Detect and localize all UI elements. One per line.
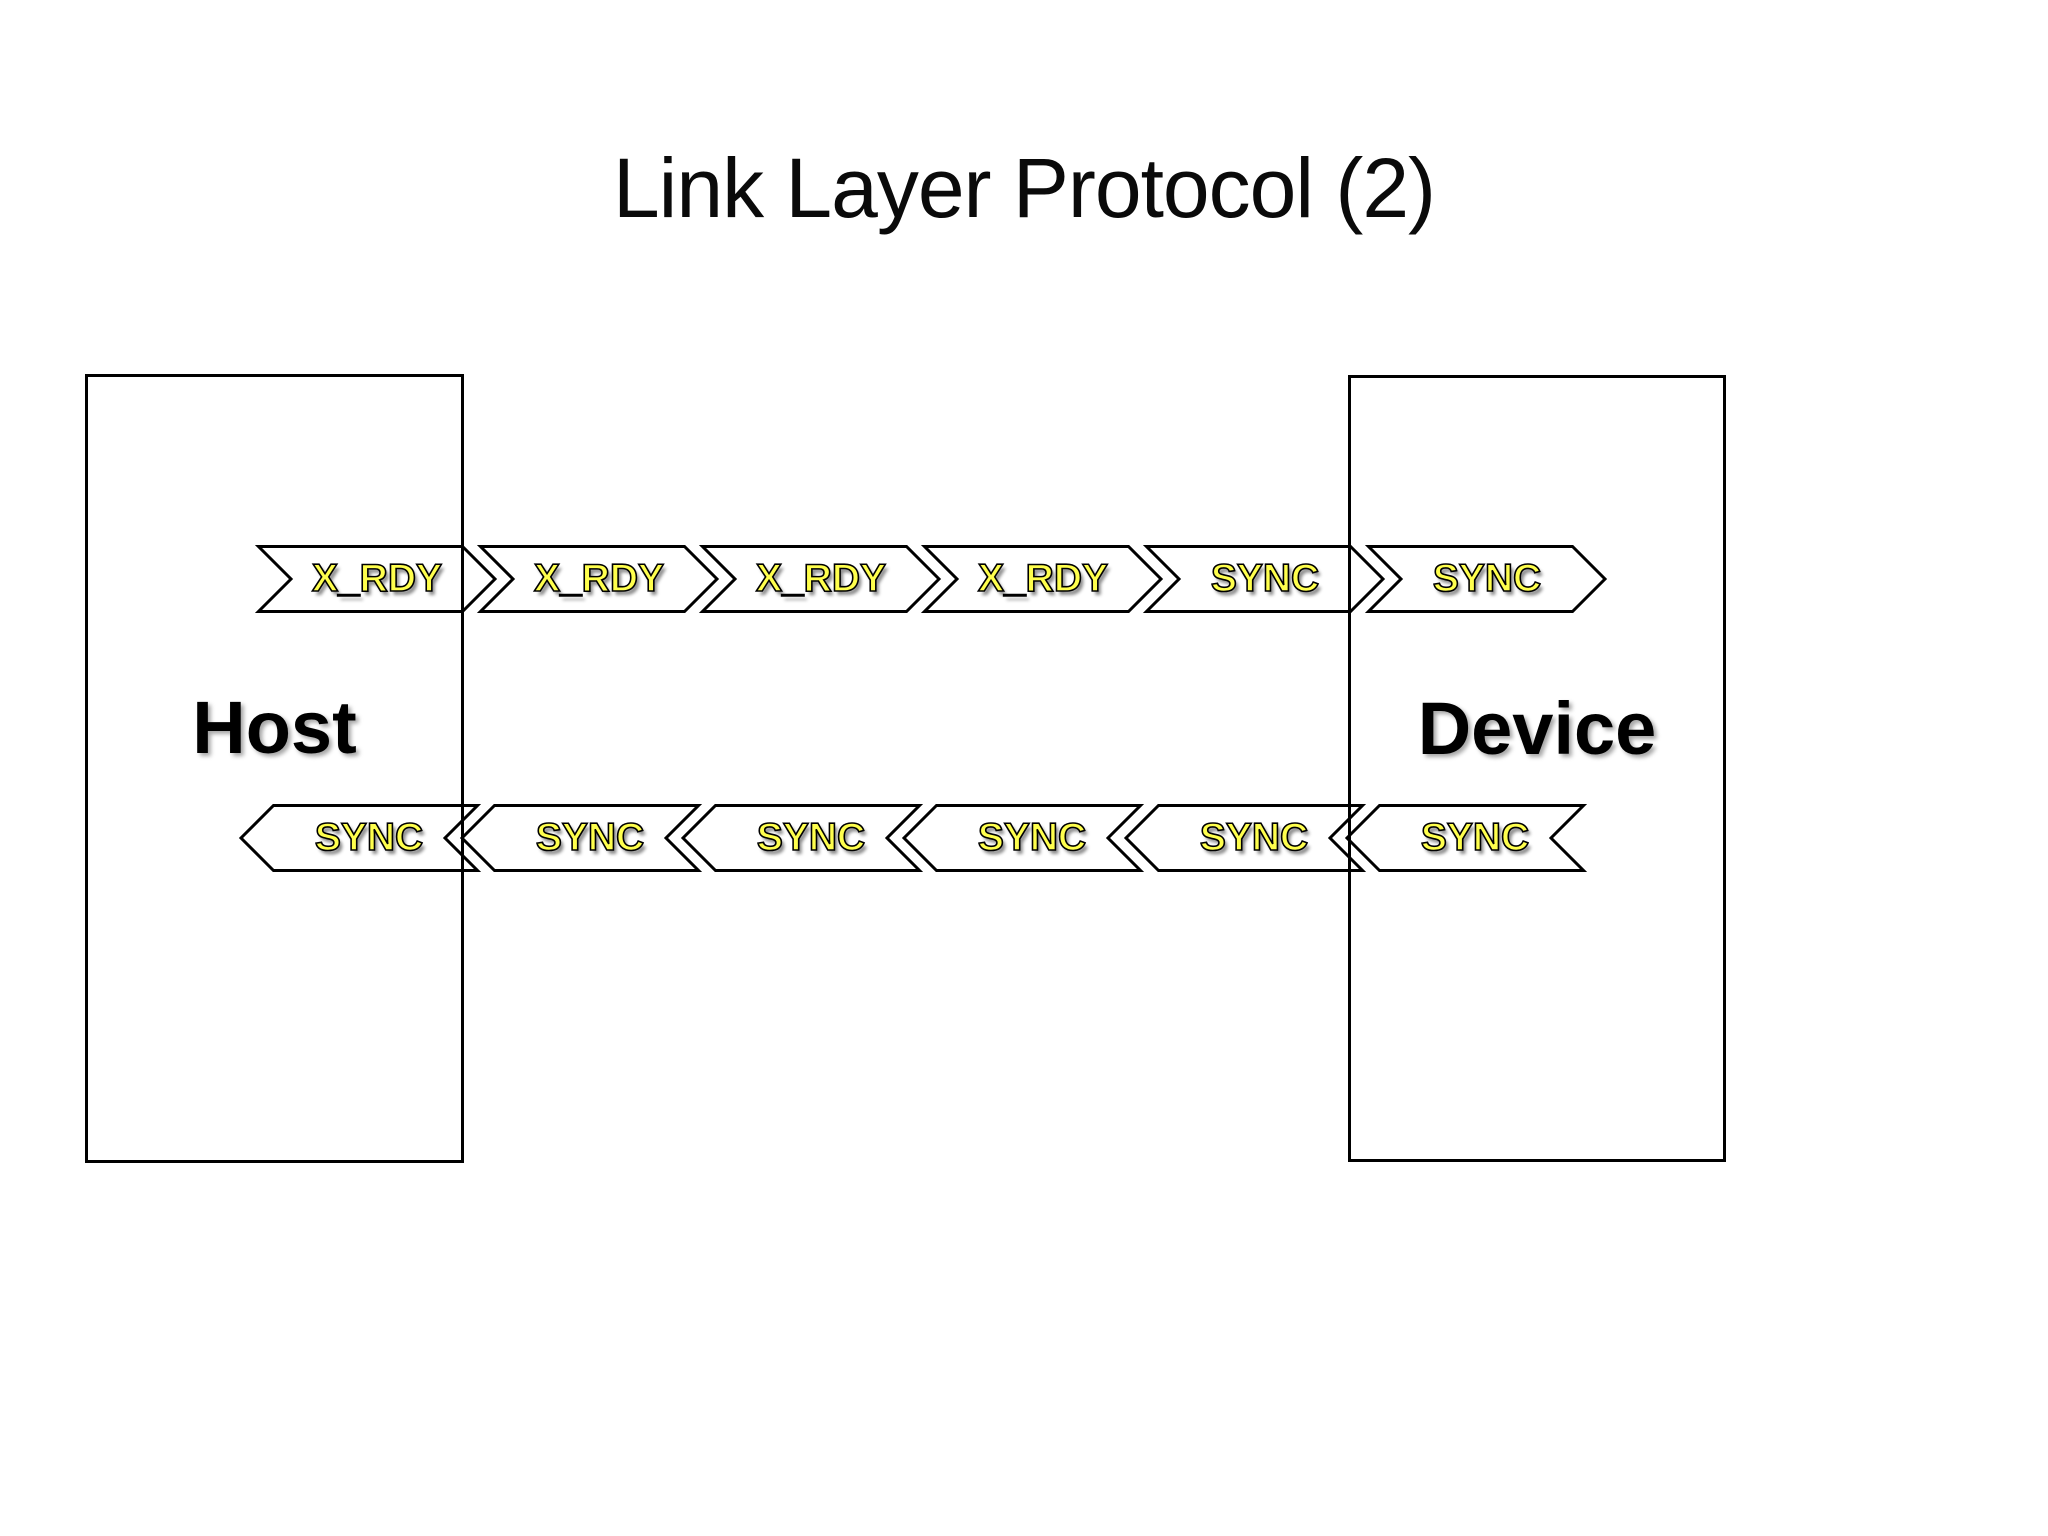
bottom-flow-arrow-1: SYNC <box>238 804 482 872</box>
bottom-flow-arrow-5: SYNC <box>1123 804 1367 872</box>
slide-title: Link Layer Protocol (2) <box>612 141 1436 235</box>
arrow-label: SYNC <box>756 815 866 860</box>
arrow-label: SYNC <box>314 815 424 860</box>
arrow-label: SYNC <box>977 815 1087 860</box>
arrow-label: X_RDY <box>755 556 887 601</box>
top-flow-arrow-6: SYNC <box>1364 545 1608 613</box>
chevron-left-icon <box>459 804 703 872</box>
device-box: Device <box>1348 375 1726 1162</box>
host-box: Host <box>85 374 464 1163</box>
arrow-label: X_RDY <box>977 556 1109 601</box>
arrow-label: SYNC <box>1432 556 1542 601</box>
arrow-label: SYNC <box>535 815 645 860</box>
chevron-right-icon <box>476 545 720 613</box>
arrow-label: SYNC <box>1210 556 1320 601</box>
bottom-flow-arrow-4: SYNC <box>901 804 1145 872</box>
arrow-label: X_RDY <box>311 556 443 601</box>
arrow-label: SYNC <box>1199 815 1309 860</box>
chevron-left-icon <box>680 804 924 872</box>
bottom-flow-arrow-2: SYNC <box>459 804 703 872</box>
bottom-flow-arrow-3: SYNC <box>680 804 924 872</box>
top-flow-arrow-4: X_RDY <box>920 545 1164 613</box>
arrow-label: X_RDY <box>533 556 665 601</box>
chevron-right-icon <box>1364 545 1608 613</box>
top-flow-arrow-1: X_RDY <box>254 545 498 613</box>
top-flow-arrow-3: X_RDY <box>698 545 942 613</box>
chevron-right-icon <box>698 545 942 613</box>
arrow-label: SYNC <box>1420 815 1530 860</box>
bottom-flow-arrow-6: SYNC <box>1344 804 1588 872</box>
chevron-left-icon <box>1123 804 1367 872</box>
chevron-left-icon <box>901 804 1145 872</box>
chevron-left-icon <box>1344 804 1588 872</box>
device-label: Device <box>1417 687 1657 770</box>
chevron-right-icon <box>920 545 1164 613</box>
chevron-left-icon <box>238 804 482 872</box>
top-flow-arrow-2: X_RDY <box>476 545 720 613</box>
host-label: Host <box>192 686 357 769</box>
